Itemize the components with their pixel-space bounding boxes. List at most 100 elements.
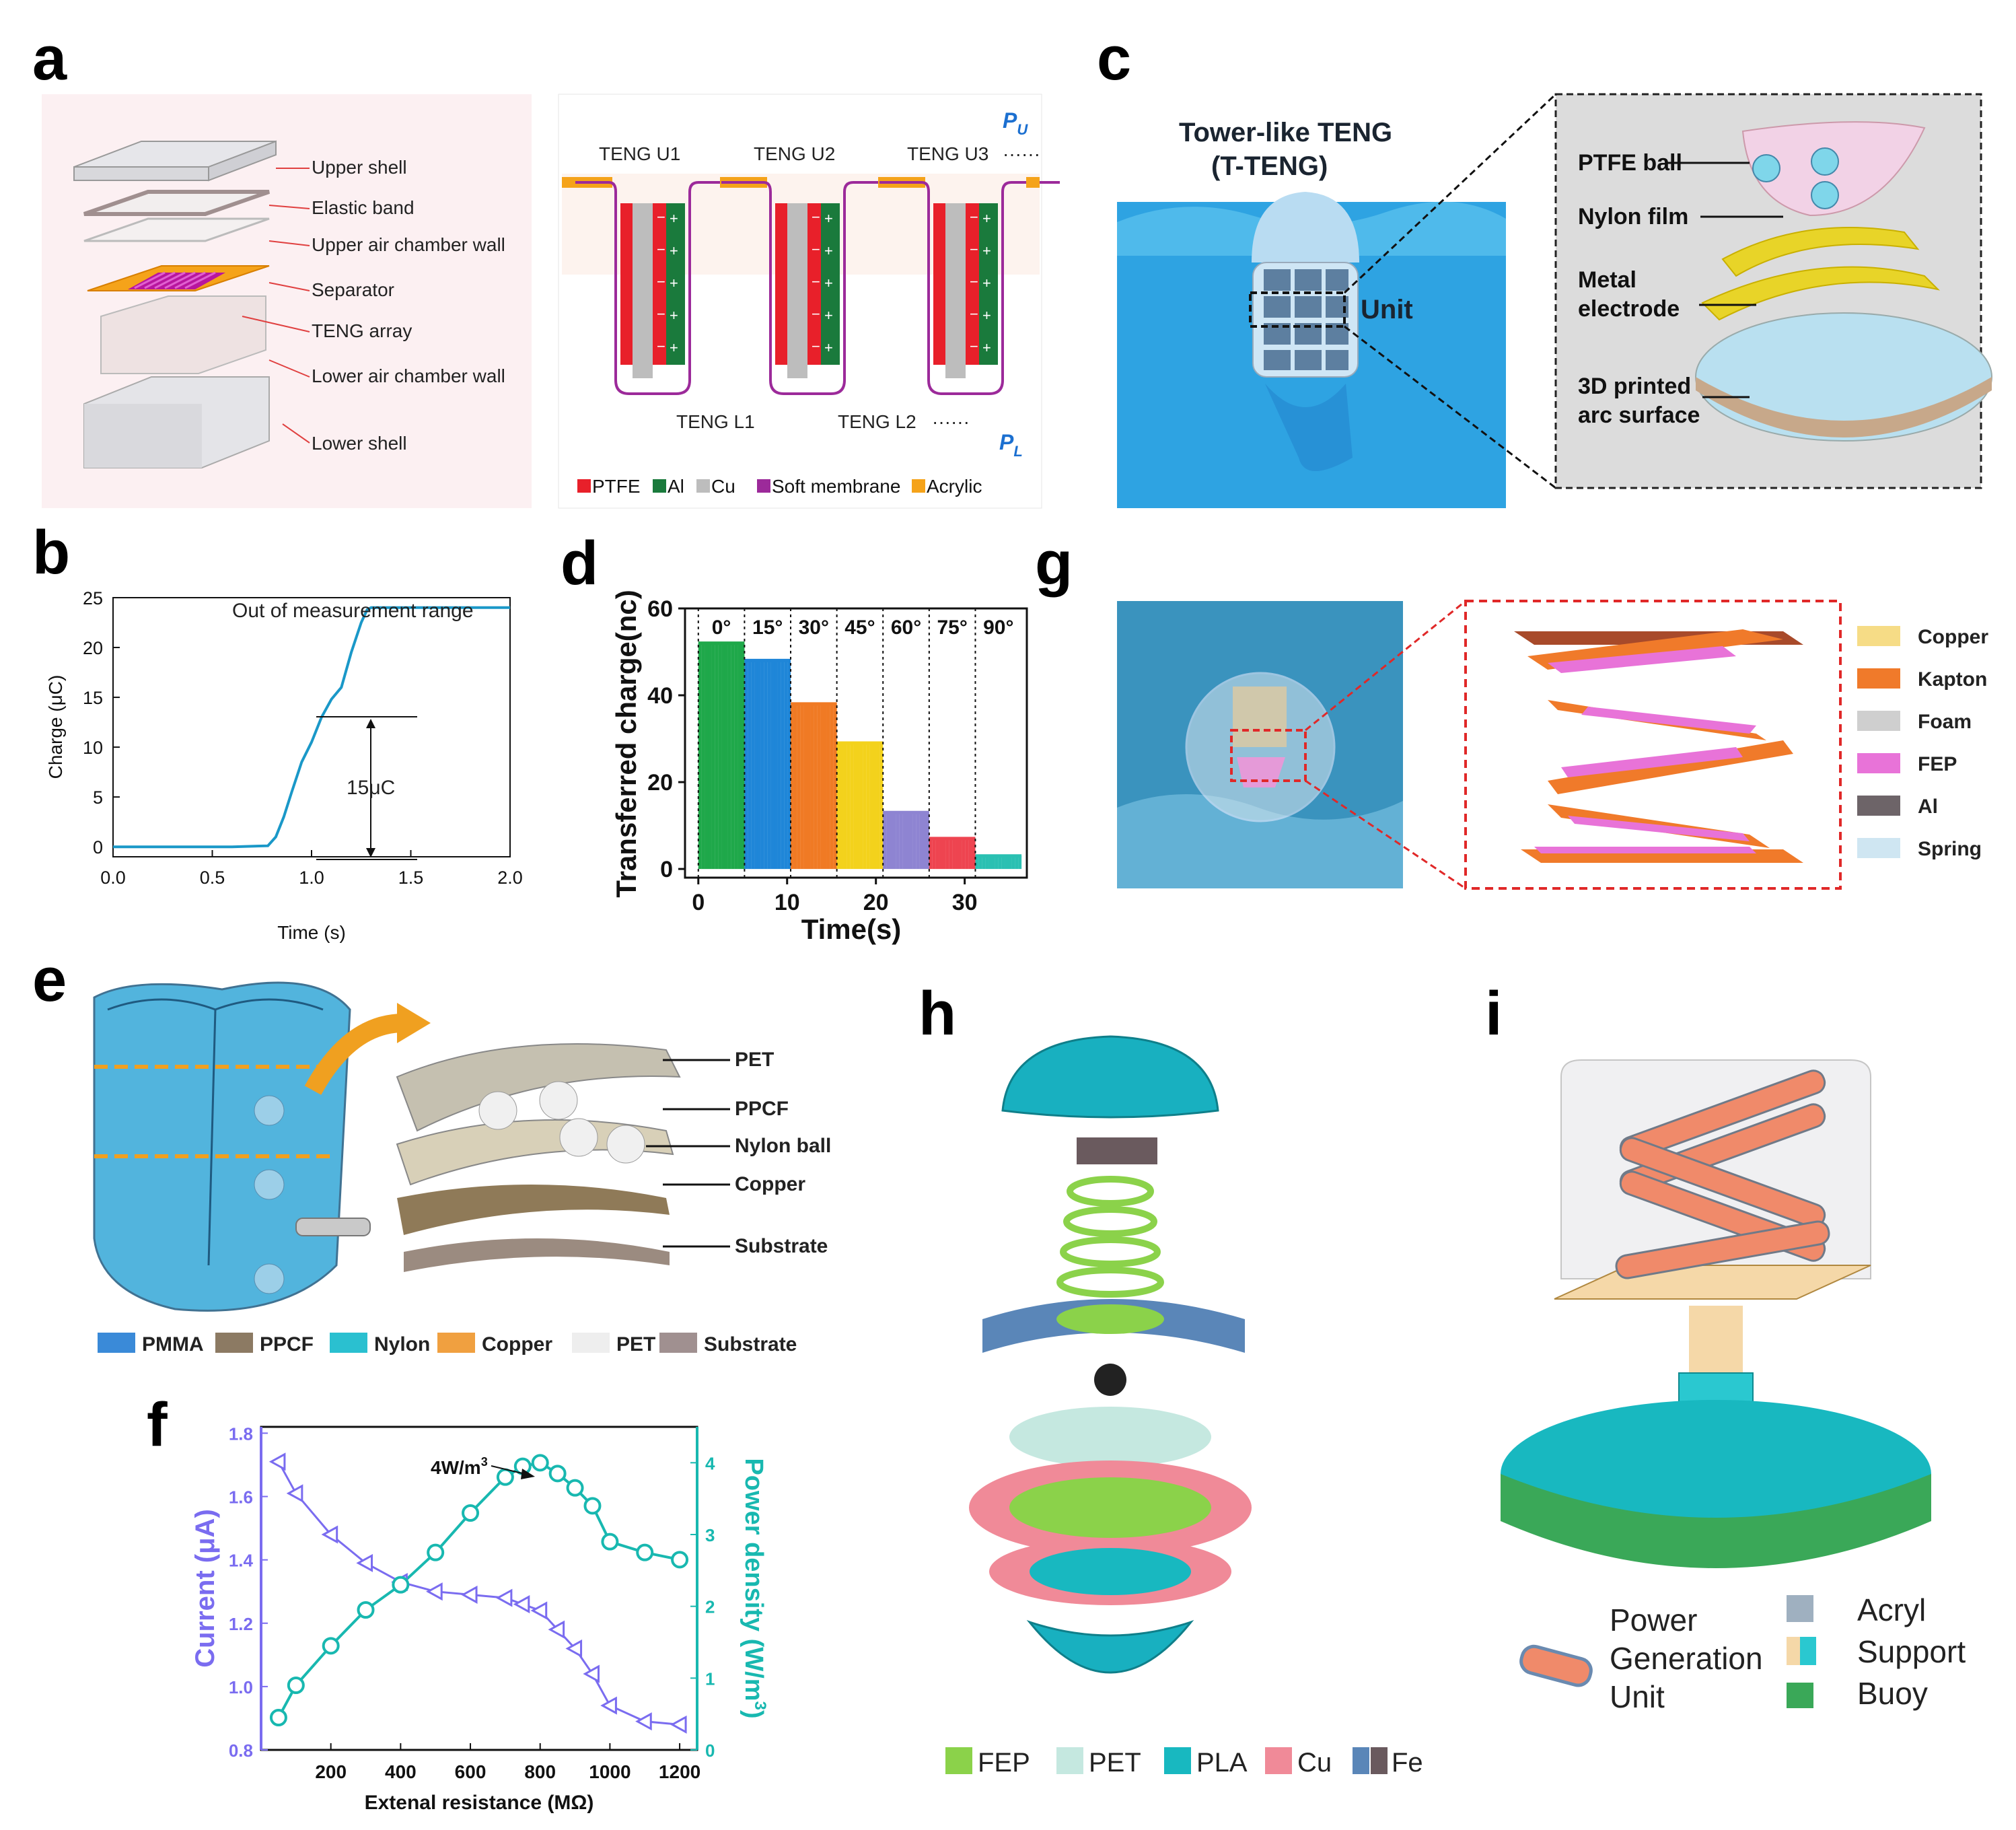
- power-density-marker: [496, 1468, 514, 1486]
- angle-label: 15°: [752, 617, 783, 639]
- y-tick-label: 20: [83, 638, 103, 658]
- positive-charge: +: [670, 307, 678, 324]
- legend-support-swatch-b: [1800, 1637, 1816, 1665]
- al-layer: [979, 203, 998, 365]
- power-density-marker: [392, 1576, 410, 1594]
- legend-label-nylon: Nylon: [374, 1333, 430, 1356]
- power-density-marker: [583, 1497, 602, 1515]
- buoy-teng-illustration: [1501, 1059, 1931, 1568]
- y-tick-label-right: 3: [705, 1525, 715, 1545]
- zoom-line-bottom: [1344, 325, 1556, 489]
- legend-label-ptfe: PTFE: [592, 476, 641, 497]
- positive-charge: +: [670, 242, 678, 259]
- current-marker: [635, 1712, 652, 1731]
- label-ppcf: PPCF: [735, 1098, 789, 1120]
- label-3d-printed: 3D printed: [1578, 374, 1691, 399]
- label-elastic-band: Elastic band: [312, 197, 415, 218]
- legend-label-pet: PET: [616, 1333, 655, 1356]
- al-layer: [666, 203, 685, 365]
- power-density-marker: [531, 1454, 549, 1472]
- x-tick-label: 1.0: [299, 868, 324, 888]
- legend-label-fep: FEP: [1918, 753, 1957, 775]
- power-density-marker: [671, 1551, 689, 1569]
- legend-buoy: Buoy: [1857, 1676, 1928, 1711]
- label-teng-u3: TENG U3: [907, 143, 988, 164]
- positive-charge: +: [982, 339, 991, 356]
- delta-label: 15μC: [347, 777, 395, 799]
- panel-b-letter: b: [32, 518, 70, 587]
- legend-swatch-pet: [1056, 1747, 1083, 1774]
- panel-e-letter: e: [32, 946, 67, 1014]
- ptfe-layer: [653, 203, 666, 365]
- legend-label-cu: Cu: [711, 476, 735, 497]
- positive-charge: +: [670, 339, 678, 356]
- cu-layer: [945, 203, 966, 378]
- label-separator: Separator: [312, 279, 394, 300]
- power-density-marker: [548, 1465, 567, 1483]
- ptfe-layer: [933, 203, 945, 365]
- negative-charge: −: [970, 306, 978, 322]
- teng-unit-array: −+−+−+−+−+−+−+−+−+−+−+−+−+−+−+: [562, 177, 1060, 395]
- legend-swatch-cu: [1265, 1747, 1292, 1774]
- layered-structure-illustration: [396, 1043, 681, 1272]
- unit-exploded-illustration: [1695, 121, 1992, 442]
- delta-arrow-head-down: [366, 848, 375, 857]
- negative-charge: −: [970, 209, 978, 225]
- legend-label-pla: PLA: [1196, 1748, 1248, 1778]
- panel-i-letter: i: [1485, 979, 1503, 1048]
- plot-b-xlabel: Time (s): [277, 922, 346, 943]
- x-tick-label: 1.5: [398, 868, 424, 888]
- legend-swatch-ptfe: [577, 479, 591, 493]
- segment-3: 45°: [836, 608, 884, 878]
- water-foam-g: [1117, 794, 1403, 888]
- teng-unit: −+−+−+−+−+: [720, 177, 902, 395]
- legend-label-acrylic: Acrylic: [927, 476, 982, 497]
- y-tick-label-left: 1.0: [229, 1677, 253, 1697]
- legend-swatch-fe: [1353, 1747, 1369, 1774]
- label-upper-dots: ······: [1003, 143, 1040, 164]
- power-density-marker: [566, 1479, 584, 1497]
- ptfe-layer: [620, 203, 633, 365]
- legend-label-fe: Fe: [1392, 1748, 1423, 1778]
- legend-swatch-substrate: [659, 1333, 697, 1353]
- label-upper-air-chamber-wall: Upper air chamber wall: [312, 234, 505, 255]
- panel-d-letter: d: [561, 529, 598, 598]
- label-pet: PET: [735, 1049, 774, 1071]
- legend-swatch-soft-membrane: [757, 479, 770, 493]
- x-tick-label: 1200: [659, 1761, 700, 1782]
- label-nylon-film: Nylon film: [1578, 204, 1688, 230]
- x-tick-label: 800: [524, 1761, 556, 1782]
- y-tick-label-left: 1.4: [229, 1551, 254, 1571]
- panel-c: c Tower-like TENG (T-TENG) Unit: [1097, 24, 1992, 508]
- y-tick-label-right: 1: [705, 1668, 715, 1689]
- positive-charge: +: [982, 275, 991, 291]
- e-leader-lines: [646, 1059, 730, 1248]
- current-marker: [268, 1452, 286, 1471]
- legend-acryl: Acryl: [1857, 1592, 1926, 1627]
- panel-a: a: [32, 24, 1060, 509]
- positive-charge: +: [824, 307, 833, 324]
- cu-layer: [787, 203, 807, 378]
- legend-swatch-pet: [572, 1333, 610, 1353]
- x-tick-label: 20: [863, 890, 889, 915]
- plot-f-xlabel: Extenal resistance (MΩ): [365, 1792, 594, 1814]
- legend-swatch-ppcf: [215, 1333, 253, 1353]
- angle-label: 0°: [712, 617, 731, 639]
- charge-series-line: [113, 606, 510, 849]
- label-lower-shell: Lower shell: [312, 433, 407, 454]
- power-density-marker: [462, 1504, 480, 1522]
- x-tick-label: 30: [952, 890, 978, 915]
- label-lower-air-chamber-wall: Lower air chamber wall: [312, 365, 505, 386]
- exploded-leader-lines: [242, 168, 310, 444]
- negative-charge: −: [657, 209, 665, 225]
- legend-label-kapton: Kapton: [1918, 668, 1987, 691]
- current-marker: [565, 1639, 583, 1658]
- negative-charge: −: [812, 306, 820, 322]
- segment-5: 75°: [928, 608, 976, 878]
- label-upper-shell: Upper shell: [312, 157, 407, 178]
